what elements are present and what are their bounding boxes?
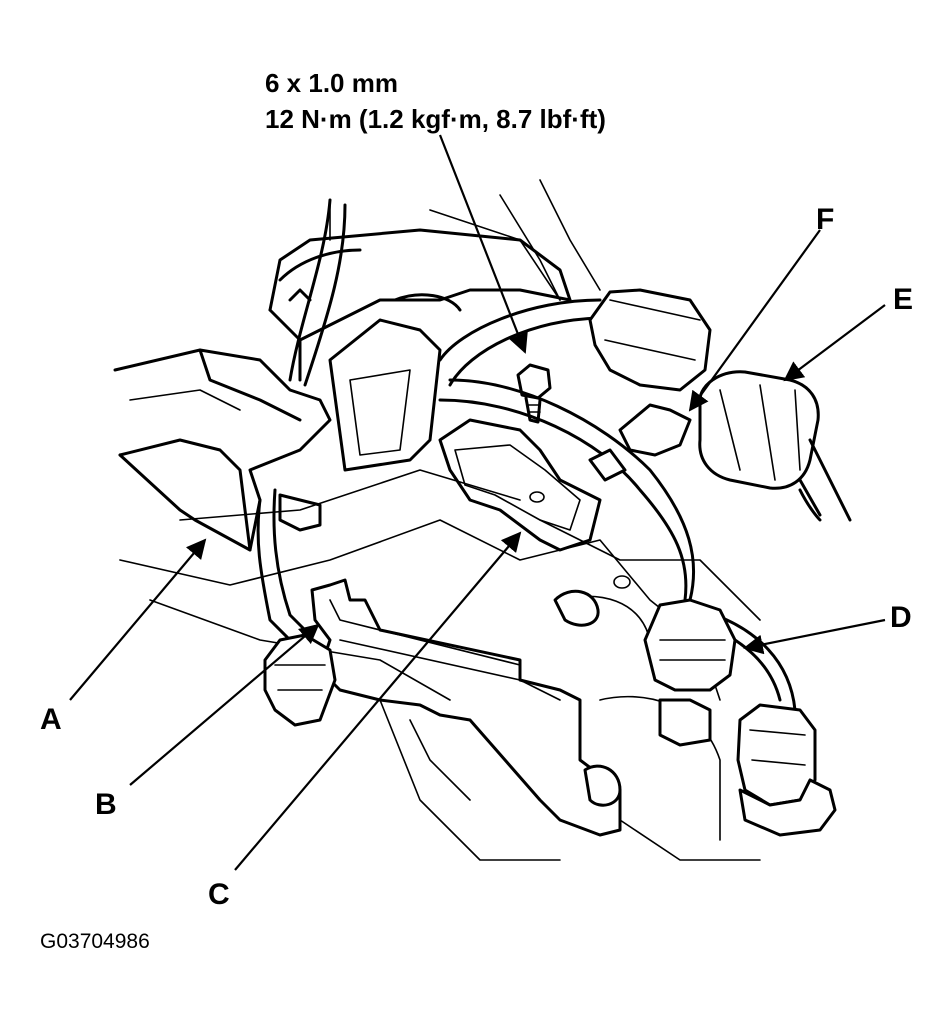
lower-bracket bbox=[310, 578, 622, 837]
figure-id: G03704986 bbox=[40, 930, 150, 953]
sensor-bracket bbox=[438, 418, 631, 589]
connector-e bbox=[698, 370, 852, 522]
callout-a-leader bbox=[69, 538, 207, 701]
callout-c: C bbox=[208, 878, 230, 911]
callout-a: A bbox=[40, 703, 62, 736]
callout-d-leader bbox=[743, 618, 886, 655]
callout-c-leader bbox=[234, 531, 522, 871]
leader-lines bbox=[69, 134, 886, 871]
callout-f: F bbox=[816, 203, 835, 236]
mounting-bolt bbox=[516, 363, 552, 424]
bolt-size-label: 6 x 1.0 mm bbox=[265, 68, 398, 98]
callout-b-leader bbox=[129, 623, 320, 786]
callout-b: B bbox=[95, 788, 117, 821]
connector-b bbox=[263, 633, 337, 727]
upper-housing bbox=[268, 228, 572, 472]
callout-e: E bbox=[893, 283, 914, 316]
connector-d bbox=[643, 598, 737, 747]
callout-f-leader bbox=[688, 229, 821, 412]
callout-e-leader bbox=[783, 304, 886, 382]
torque-spec-label: 12 N·m (1.2 kgf·m, 8.7 lbf·ft) bbox=[265, 104, 606, 134]
torque-leader-line bbox=[438, 134, 528, 354]
callout-d: D bbox=[890, 601, 912, 634]
connector-lower-right bbox=[736, 703, 837, 837]
left-bracket bbox=[113, 348, 332, 552]
connector-f bbox=[588, 288, 712, 482]
